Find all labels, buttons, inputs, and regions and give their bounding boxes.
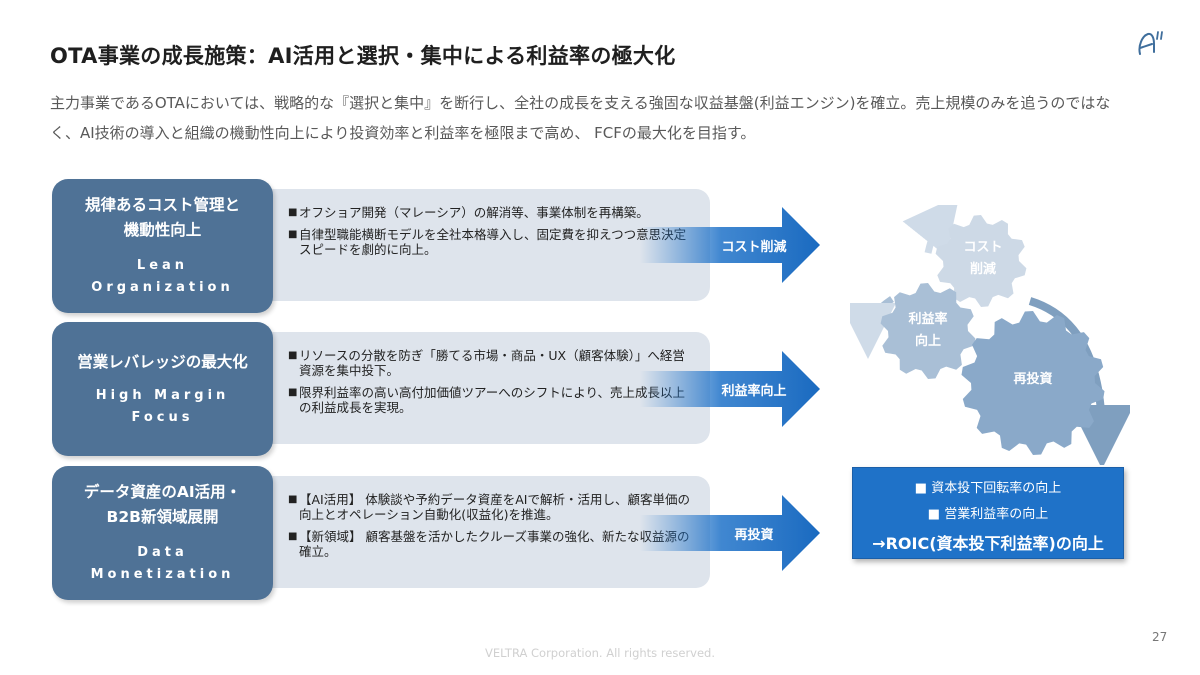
page-number: 27 [1152,630,1168,644]
square-bullet-icon: ■ [288,229,298,240]
strategy-row-data-monetization: ■ 【AI活用】 体験談や予約データ資産をAIで解析・活用し、顧客単価の向上とオ… [52,466,712,600]
gear-label-margin-up: 利益率 向上 [892,309,964,353]
gear-label-line: 利益率 [908,312,948,327]
strategy-row-high-margin: ■ リソースの分散を防ぎ「勝てる市場・商品・UX（顧客体験）」へ経営資源を集中投… [52,322,712,456]
label-jp-line-1: データ資産のAI活用・ [83,483,242,501]
reinvestment-arrow: 再投資 [640,495,820,571]
label-jp-line-1: 営業レバレッジの最大化 [77,352,248,371]
result-roic-headline: →ROIC(資本投下利益率)の向上 [872,534,1104,553]
strategy-label: 規律あるコスト管理と 機動性向上 Lean Organization [52,179,273,313]
square-bullet-icon: ■ [288,207,298,218]
margin-improvement-arrow: 利益率向上 [640,351,820,427]
gear-label-reinvestment: 再投資 [1013,372,1053,387]
label-jp-line-2: 機動性向上 [123,221,202,239]
arrow-label: コスト削減 [721,239,787,255]
roic-result-box: ■ 資本投下回転率の向上 ■ 営業利益率の向上 →ROIC(資本投下利益率)の向… [852,467,1124,559]
cost-reduction-arrow: コスト削減 [640,207,820,283]
right-arrow-icon [640,351,820,427]
large-gear-icon [961,311,1105,455]
bullet-item: ■ 限界利益率の高い高付加価値ツアーへのシフトにより、売上成長以上の利益成長を実… [288,385,694,415]
label-en-line-1: Lean [136,258,189,273]
label-en-line-1: High Margin [95,387,230,403]
square-bullet-icon: ■ [288,350,298,361]
label-en-line-2: Monetization [90,567,235,582]
strategy-row-lean: ■ オフショア開発（マレーシア）の解消等、事業体制を再構築。 ■ 自律型職能横断… [52,179,712,313]
arrow-label: 利益率向上 [721,383,787,399]
gear-label-line: コスト [963,240,1003,255]
small-gear-icon [935,215,1027,307]
label-en-line-2: Organization [91,280,234,295]
square-bullet-icon: ■ [288,531,298,542]
gear-label-line: 削減 [969,262,996,277]
bullet-text: 自律型職能横断モデルを全社本格導入し、固定費を抑えつつ意思決定スピードを劇的に向… [299,227,687,257]
arrow-label: 再投資 [734,527,774,543]
label-en-line-1: Data [137,545,188,560]
gear-label-cost-reduction: コスト 削減 [946,237,1020,281]
growth-cycle-gears: コスト 削減 利益率 向上 再投資 [840,195,1134,469]
bullet-item: ■ オフショア開発（マレーシア）の解消等、事業体制を再構築。 [288,205,694,220]
right-arrow-icon [640,207,820,283]
page-title: OTA事業の成長施策：AI活用と選択・集中による利益率の極大化 [50,44,676,68]
strategy-label: 営業レバレッジの最大化 High Margin Focus [52,322,273,456]
bullet-text: 【AI活用】 体験談や予約データ資産をAIで解析・活用し、顧客単価の向上とオペレ… [299,492,690,522]
result-line-capital-turnover: ■ 資本投下回転率の向上 [914,481,1062,496]
detail-box: ■ オフショア開発（マレーシア）の解消等、事業体制を再構築。 ■ 自律型職能横断… [232,189,710,301]
right-arrow-icon [640,495,820,571]
bullet-text: オフショア開発（マレーシア）の解消等、事業体制を再構築。 [299,205,649,220]
bullet-text: リソースの分散を防ぎ「勝てる市場・商品・UX（顧客体験）」へ経営資源を集中投下。 [299,348,685,378]
label-jp-line-1: 規律あるコスト管理と [84,196,240,214]
bullet-item: ■ 【AI活用】 体験談や予約データ資産をAIで解析・活用し、顧客単価の向上とオ… [288,492,694,522]
bullet-item: ■ 自律型職能横断モデルを全社本格導入し、固定費を抑えつつ意思決定スピードを劇的… [288,227,694,257]
medium-gear-icon [880,283,976,379]
label-en-line-2: Focus [131,409,194,425]
bullet-text: 限界利益率の高い高付加価値ツアーへのシフトにより、売上成長以上の利益成長を実現。 [299,385,686,415]
square-bullet-icon: ■ [288,387,298,398]
copyright-footer: VELTRA Corporation. All rights reserved. [484,646,716,660]
veltra-logo [1138,31,1163,55]
label-jp-line-2: B2B新領域展開 [106,508,219,526]
detail-box: ■ リソースの分散を防ぎ「勝てる市場・商品・UX（顧客体験）」へ経営資源を集中投… [232,332,710,444]
bullet-item: ■ リソースの分散を防ぎ「勝てる市場・商品・UX（顧客体験）」へ経営資源を集中投… [288,348,694,378]
result-line-operating-margin: ■ 営業利益率の向上 [927,507,1049,522]
gear-cycle-graphic [840,195,1134,469]
detail-box: ■ 【AI活用】 体験談や予約データ資産をAIで解析・活用し、顧客単価の向上とオ… [232,476,710,588]
strategy-label: データ資産のAI活用・ B2B新領域展開 Data Monetization [52,466,273,600]
square-bullet-icon: ■ [288,494,298,505]
gear-label-line: 向上 [914,334,941,349]
bullet-text: 【新領域】 顧客基盤を活かしたクルーズ事業の強化、新たな収益源の確立。 [299,529,690,559]
intro-paragraph: 主力事業であるOTAにおいては、戦略的な『選択と集中』を断行し、全社の成長を支え… [50,94,1111,142]
bullet-item: ■ 【新領域】 顧客基盤を活かしたクルーズ事業の強化、新たな収益源の確立。 [288,529,694,559]
